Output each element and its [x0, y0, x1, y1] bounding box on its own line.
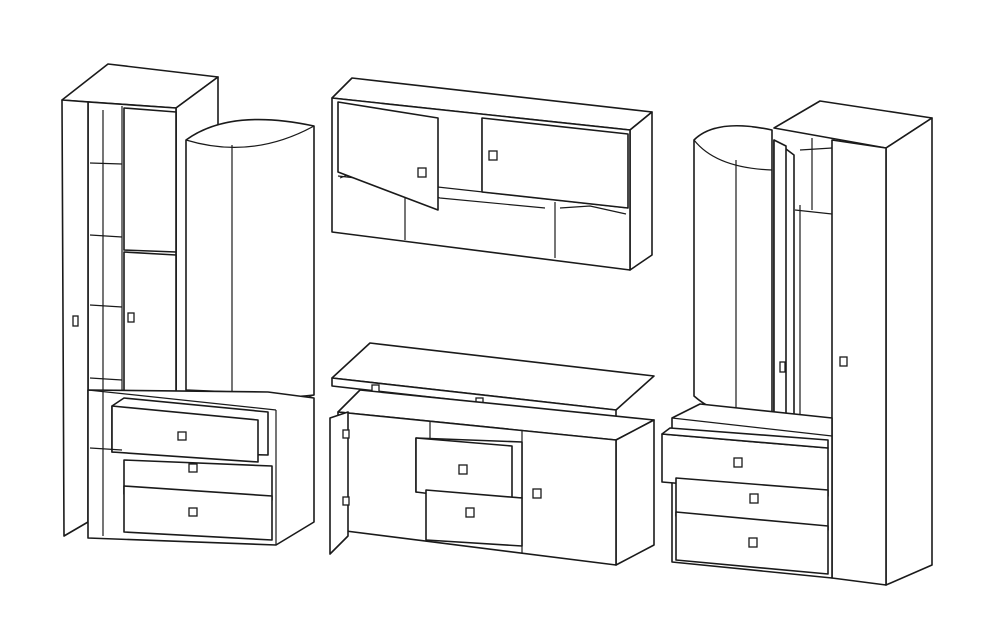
drawer-handle-icon	[188, 507, 198, 517]
door-handle-icon	[127, 312, 135, 323]
corner-cabinet	[693, 125, 773, 421]
drawer-handle-icon	[458, 464, 468, 475]
open-door	[773, 139, 795, 456]
door-handle-icon	[72, 315, 79, 327]
drawer-handle-icon	[465, 507, 475, 518]
right-wardrobe-unit	[661, 100, 933, 586]
door-handle-icon	[417, 167, 427, 178]
door-handle-icon	[779, 361, 786, 373]
open-door	[61, 99, 89, 537]
hinge-icon	[342, 496, 350, 506]
drawer-handle-icon	[748, 537, 758, 548]
drawer-handle-icon	[188, 463, 198, 473]
hinge-icon	[342, 429, 350, 439]
drawer-handle-icon	[177, 431, 187, 441]
left-wardrobe-unit	[61, 63, 315, 546]
tv-sideboard	[329, 342, 655, 566]
door-handle-icon	[488, 150, 498, 161]
drawer-base	[661, 403, 833, 579]
door-handle-icon	[839, 356, 848, 367]
drawer-handle-icon	[733, 457, 743, 468]
tall-cabinet	[773, 100, 933, 586]
wall-cabinet	[331, 77, 653, 271]
door-handle-icon	[532, 488, 542, 499]
drawer-base	[87, 389, 315, 546]
drawer-handle-icon	[749, 493, 759, 504]
corner-cabinet	[185, 118, 315, 407]
